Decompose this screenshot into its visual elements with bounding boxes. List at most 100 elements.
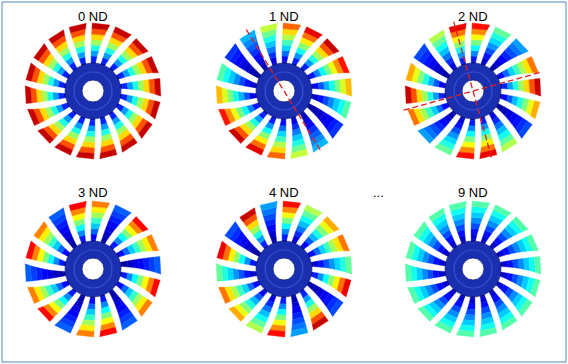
blade-segment	[531, 279, 541, 297]
blade-segment	[282, 56, 288, 62]
blade-segment	[86, 131, 95, 137]
hub-bore	[82, 258, 104, 280]
blade-segment	[342, 101, 352, 119]
blade-segment	[246, 321, 264, 333]
blade-segment	[456, 330, 474, 337]
blade-segment	[512, 38, 528, 53]
blade-segment	[418, 307, 434, 322]
blade-segment	[25, 86, 31, 104]
blade-segment	[91, 223, 100, 229]
blade-segment	[216, 86, 222, 104]
blade-segment	[26, 241, 36, 259]
blade-segment	[531, 101, 541, 119]
blade-segment	[282, 229, 289, 235]
blade-segment	[147, 56, 159, 72]
blade-segment	[338, 56, 350, 72]
blade-segment	[275, 314, 286, 320]
blade-segment	[502, 83, 508, 89]
hub-ring	[454, 250, 492, 288]
blade-segment	[277, 309, 286, 315]
blade-segment	[100, 149, 117, 158]
blade-segment	[55, 143, 73, 155]
blade-segment	[527, 56, 539, 72]
hub-ring	[74, 72, 112, 110]
blade-segment	[260, 201, 277, 210]
blade-segment	[154, 79, 160, 97]
blade-segment	[89, 120, 95, 126]
hub-bore	[462, 258, 484, 280]
blade-segment	[151, 279, 161, 297]
blade-segment	[151, 101, 161, 119]
blade-segment	[91, 40, 102, 46]
blade-segment	[249, 93, 255, 99]
blade-segment	[87, 126, 94, 132]
blade-segment	[278, 304, 285, 310]
blade-segment	[86, 309, 95, 315]
blade-segment	[527, 234, 539, 250]
blade-segment	[76, 152, 94, 159]
mode-label: 4 ND	[269, 185, 299, 201]
disk-hub	[65, 63, 121, 119]
blade-segment	[219, 287, 231, 303]
disk-hub	[65, 241, 121, 297]
blade-segment	[345, 79, 351, 97]
blade-segment	[240, 208, 256, 222]
blade-segment	[154, 257, 160, 275]
blade-segment	[534, 79, 540, 97]
blade-segment	[91, 56, 97, 62]
blade-segment	[405, 86, 411, 104]
blade-segment	[282, 218, 293, 224]
mode-label: 9 ND	[458, 185, 488, 201]
blade-segment	[408, 287, 420, 303]
blade-segment	[283, 201, 301, 208]
hub-ring	[74, 250, 112, 288]
blade-segment	[471, 45, 480, 51]
blade-segment	[92, 23, 110, 30]
blade-segment	[493, 205, 511, 217]
blade-segment	[229, 129, 245, 144]
blade-segment	[449, 23, 466, 32]
bladed-disk	[216, 201, 352, 337]
blade-segment	[282, 234, 288, 240]
blade-segment	[84, 136, 95, 142]
nodal-line	[246, 30, 321, 153]
blade-segment	[449, 201, 466, 210]
blade-segment	[469, 120, 475, 126]
blade-segment	[84, 314, 95, 320]
blade-segment	[91, 218, 102, 224]
blade-segment	[283, 23, 301, 30]
blade-segment	[304, 27, 322, 39]
blade-segment	[76, 330, 94, 337]
blade-segment	[435, 321, 453, 333]
blade-segment	[89, 298, 95, 304]
blade-segment	[225, 43, 239, 60]
blade-segment	[512, 216, 528, 231]
blade-segment	[139, 121, 153, 138]
blade-segment	[25, 264, 31, 282]
blade-segment	[466, 309, 475, 315]
blade-segment	[216, 264, 222, 282]
blade-segment	[92, 201, 110, 208]
blade-segment	[69, 23, 86, 32]
blade-segment	[282, 40, 293, 46]
blade-segment	[91, 45, 100, 51]
blade-segment	[246, 143, 264, 155]
blade-segment	[471, 234, 477, 240]
blade-segment	[313, 261, 319, 267]
nodal-line	[404, 72, 543, 110]
blade-segment	[405, 264, 411, 282]
blade-segment	[313, 83, 319, 89]
blade-segment	[260, 23, 277, 32]
blade-segment	[282, 51, 289, 57]
blade-segment	[34, 221, 48, 238]
blade-segment	[113, 205, 131, 217]
blade-segment	[28, 109, 40, 125]
blade-segment	[91, 51, 98, 57]
blade-segment	[278, 126, 285, 132]
blade-segment	[304, 205, 322, 217]
blade-segment	[121, 138, 137, 152]
blade-segment	[49, 208, 65, 222]
blade-segment	[225, 221, 239, 238]
blade-segment	[113, 27, 131, 39]
